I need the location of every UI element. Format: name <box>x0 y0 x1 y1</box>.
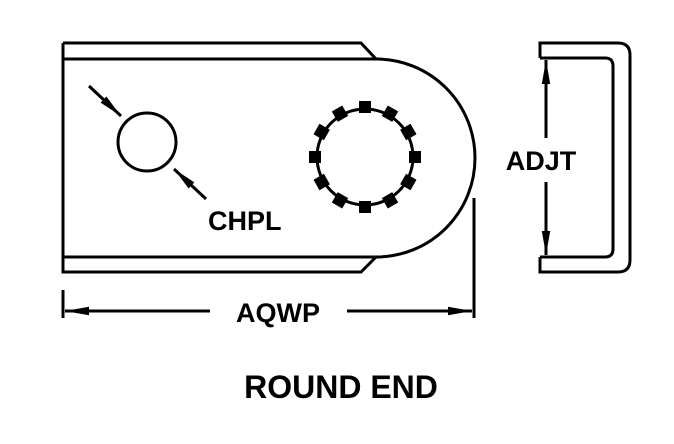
washer-tooth <box>313 173 330 191</box>
washer-tooth <box>359 201 371 213</box>
hole-arrow-top <box>87 84 123 118</box>
washer-tooth <box>309 151 321 163</box>
height-label: ADJT <box>506 146 577 176</box>
washer-tooth <box>400 123 417 141</box>
hole-arrow-bottom <box>172 167 208 201</box>
washer-tooth <box>400 173 417 191</box>
channel-profile <box>538 41 632 274</box>
washer-tooth <box>313 123 330 141</box>
plate <box>61 41 477 274</box>
washer-tooth <box>331 105 349 122</box>
hole-diameter-label: CHPL <box>208 206 282 236</box>
washer-tooth <box>331 192 349 209</box>
diagram-title: ROUND END <box>244 369 438 405</box>
washer-tooth <box>409 151 421 163</box>
washer-tooth <box>359 101 371 113</box>
washer-tooth <box>381 105 399 122</box>
washer-tooth <box>381 192 399 209</box>
mounting-hole <box>116 111 178 173</box>
toothed-washer <box>309 101 421 213</box>
overall-length-label: AQWP <box>236 298 320 328</box>
